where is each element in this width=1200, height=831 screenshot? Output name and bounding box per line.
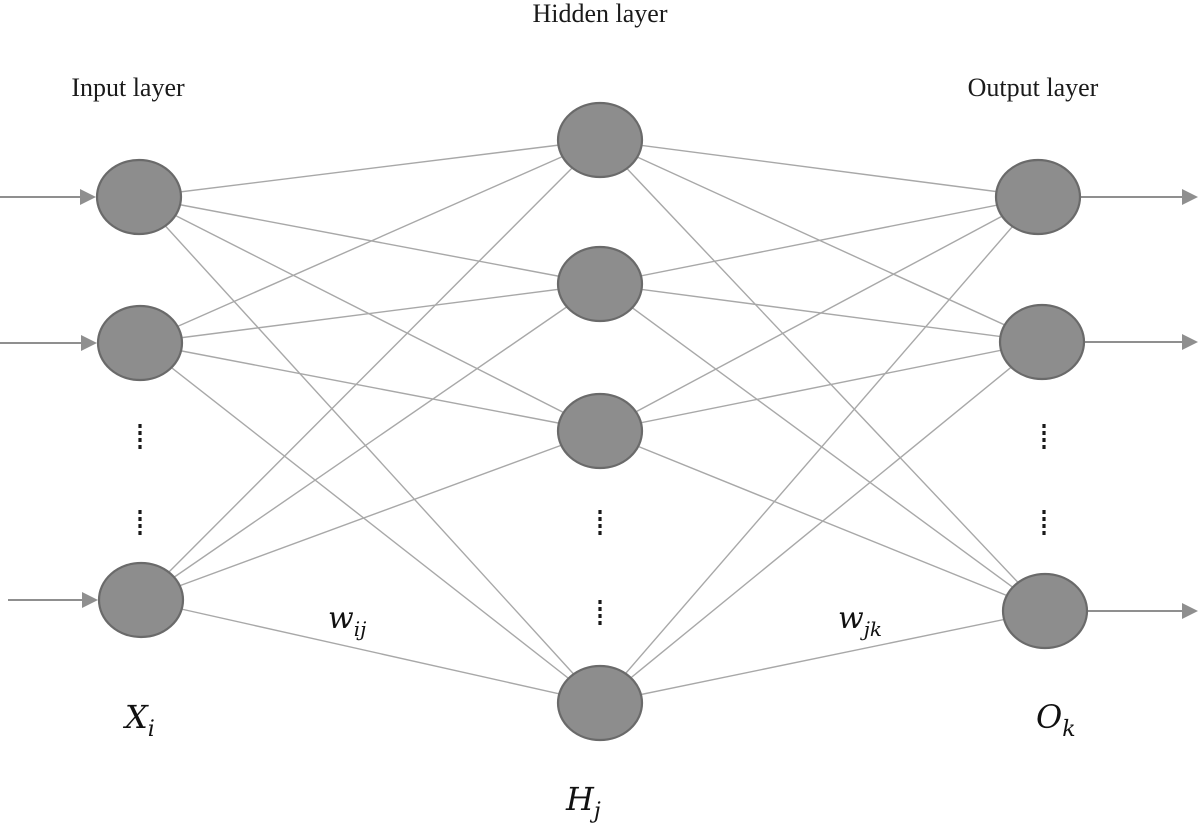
hidden-variable-symbol: H — [565, 780, 595, 818]
output-neuron-2 — [998, 303, 1086, 381]
ellipsis-dot — [1042, 438, 1046, 442]
output-arrow-head-icon — [1182, 189, 1198, 205]
edge-input-2-hidden-1 — [139, 139, 601, 344]
input-neuron-1 — [95, 158, 183, 236]
ellipsis-dot — [1042, 510, 1046, 514]
input-neuron-2 — [96, 304, 184, 382]
edge-hidden-2-output-3 — [599, 283, 1046, 612]
input-variable-subscript: i — [148, 717, 155, 742]
edge-hidden-1-output-1 — [599, 139, 1039, 198]
edge-hidden-3-output-1 — [599, 196, 1039, 432]
edge-hidden-1-output-2 — [599, 139, 1043, 343]
ellipsis-dot — [598, 531, 602, 535]
edge-input-2-hidden-4 — [139, 342, 601, 704]
edge-hidden-4-output-2 — [599, 341, 1043, 704]
ellipsis-dot — [138, 424, 142, 428]
ellipsis-dot — [138, 510, 142, 514]
ellipsis-dot — [1042, 517, 1046, 521]
ellipsis-dot — [598, 607, 602, 611]
edge-input-1-hidden-4 — [138, 196, 601, 704]
ellipsis-dot — [138, 517, 142, 521]
input-ellipsis-icon — [138, 510, 142, 535]
neurons — [95, 101, 1089, 742]
weight-input-hidden-symbol: w — [328, 601, 354, 636]
input-variable-label: Xi — [122, 698, 155, 742]
ellipsis-dot — [598, 510, 602, 514]
input-arrow-head-icon — [82, 592, 98, 608]
input-neuron-3 — [97, 561, 185, 639]
input-arrow-head-icon — [81, 335, 97, 351]
edge-input-3-hidden-1 — [140, 139, 601, 601]
hidden-ellipsis-icon — [598, 600, 602, 625]
ellipsis-dot — [598, 621, 602, 625]
hidden-neuron-2 — [556, 245, 644, 323]
weight-hidden-output-symbol: w — [838, 601, 864, 636]
ellipsis-dot — [138, 431, 142, 435]
input-layer-title: Input layer — [71, 73, 185, 102]
ellipsis-dot — [138, 438, 142, 442]
output-neuron-3 — [1001, 572, 1089, 650]
output-arrow-head-icon — [1182, 603, 1198, 619]
ellipsis-dot — [1042, 431, 1046, 435]
edge-hidden-1-output-3 — [599, 139, 1046, 612]
ellipsis-dot — [1042, 524, 1046, 528]
edge-hidden-4-output-1 — [599, 196, 1039, 704]
output-variable-symbol: O — [1036, 698, 1062, 736]
edge-input-3-hidden-2 — [140, 283, 601, 601]
weight-input-hidden-subscript: ij — [354, 617, 367, 641]
ellipsis-dot — [1042, 531, 1046, 535]
weight-hidden-output-subscript: jk — [860, 617, 882, 641]
io-arrows — [0, 189, 1198, 619]
ellipsis-dot — [1042, 445, 1046, 449]
output-ellipsis-icon — [1042, 424, 1046, 449]
hidden-neuron-4 — [556, 664, 644, 742]
edge-hidden-2-output-1 — [599, 196, 1039, 285]
edge-hidden-4-output-3 — [599, 610, 1046, 704]
output-variable-label: Ok — [1036, 698, 1076, 742]
edge-input-3-hidden-3 — [140, 430, 601, 601]
ellipsis-dot — [598, 614, 602, 618]
edge-input-2-hidden-2 — [139, 283, 601, 344]
ellipsis-dot — [598, 524, 602, 528]
output-variable-subscript: k — [1062, 717, 1075, 742]
edge-input-3-hidden-4 — [140, 599, 601, 704]
output-ellipsis-icon — [1042, 510, 1046, 535]
hidden-neuron-1 — [556, 101, 644, 179]
weight-input-hidden-label: wij — [328, 601, 366, 641]
output-layer-title: Output layer — [968, 73, 1099, 102]
ellipsis-dot — [598, 600, 602, 604]
hidden-variable-label: Hj — [565, 780, 601, 824]
hidden-layer-title: Hidden layer — [532, 0, 667, 28]
edge-input-1-hidden-2 — [138, 196, 601, 285]
ellipsis-dot — [138, 445, 142, 449]
input-ellipsis-icon — [138, 424, 142, 449]
output-neuron-1 — [994, 158, 1082, 236]
output-arrow-head-icon — [1182, 334, 1198, 350]
edge-input-2-hidden-3 — [139, 342, 601, 432]
ellipsis-markers — [138, 424, 1046, 625]
ellipsis-dot — [598, 517, 602, 521]
hidden-ellipsis-icon — [598, 510, 602, 535]
ellipsis-dot — [138, 531, 142, 535]
input-arrow-head-icon — [80, 189, 96, 205]
edge-input-1-hidden-1 — [138, 139, 601, 198]
ellipsis-dot — [138, 524, 142, 528]
input-variable-symbol: X — [122, 698, 149, 736]
edge-hidden-3-output-2 — [599, 341, 1043, 432]
connection-lines — [138, 139, 1046, 704]
ellipsis-dot — [1042, 424, 1046, 428]
weight-hidden-output-label: wjk — [838, 601, 882, 641]
hidden-neuron-3 — [556, 392, 644, 470]
